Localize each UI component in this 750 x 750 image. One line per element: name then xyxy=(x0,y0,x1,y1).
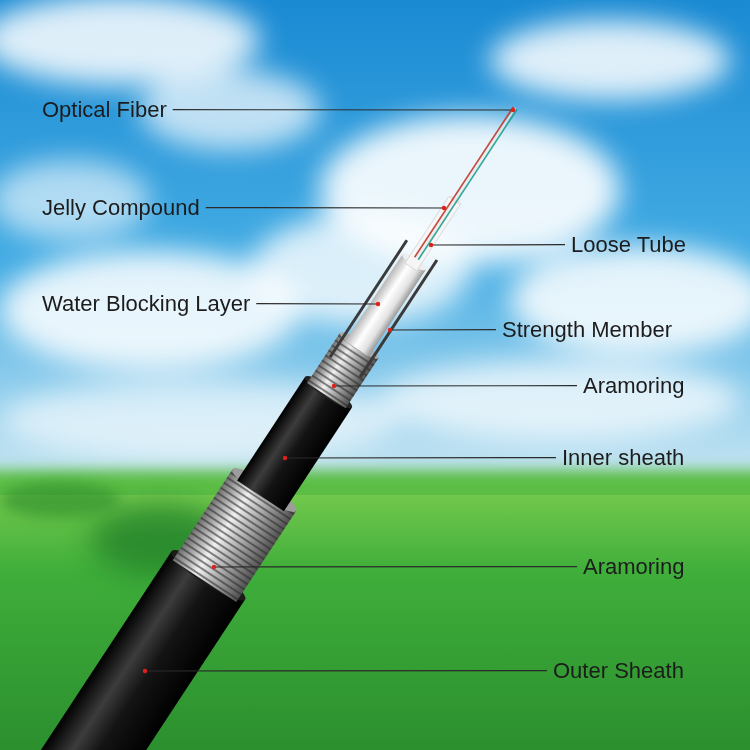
leader-stroke xyxy=(173,109,513,111)
leader-dot xyxy=(143,669,147,673)
part-label: Optical Fiber xyxy=(42,97,167,122)
leader-stroke xyxy=(334,385,577,387)
leader-stroke xyxy=(145,670,547,672)
part-label: Aramoring xyxy=(583,554,684,579)
leader-line xyxy=(332,384,577,388)
leader-dot xyxy=(332,384,336,388)
leader-stroke xyxy=(206,207,444,209)
part-label: Aramoring xyxy=(583,373,684,398)
leader-stroke xyxy=(214,566,577,568)
leader-line xyxy=(429,243,565,247)
leader-dot xyxy=(388,328,392,332)
part-label: Outer Sheath xyxy=(553,658,684,683)
leader-line xyxy=(256,302,380,306)
leader-line xyxy=(212,565,577,569)
leader-dot xyxy=(429,243,433,247)
leader-line xyxy=(143,669,547,673)
part-label: Jelly Compound xyxy=(42,195,200,220)
part-label: Water Blocking Layer xyxy=(42,291,250,316)
leader-stroke xyxy=(431,244,565,246)
part-label: Strength Member xyxy=(502,317,672,342)
fiber-strand xyxy=(415,107,514,257)
leader-stroke xyxy=(256,303,378,305)
leader-stroke xyxy=(285,457,556,459)
fiber-strand xyxy=(416,108,515,258)
leader-dot xyxy=(283,456,287,460)
water-blocking-layer xyxy=(345,254,426,356)
leader-dot xyxy=(376,302,380,306)
leader-line xyxy=(388,328,496,332)
leader-line xyxy=(206,206,446,210)
leader-dot xyxy=(442,206,446,210)
leader-dot xyxy=(511,108,515,112)
fiber-strand xyxy=(418,109,517,259)
leader-stroke xyxy=(390,329,496,331)
leader-line xyxy=(173,108,515,112)
part-label: Inner sheath xyxy=(562,445,684,470)
part-label: Loose Tube xyxy=(571,232,686,257)
leader-line xyxy=(283,456,556,460)
leader-dot xyxy=(212,565,216,569)
fiber-cable xyxy=(17,84,552,750)
clouds xyxy=(0,0,750,460)
